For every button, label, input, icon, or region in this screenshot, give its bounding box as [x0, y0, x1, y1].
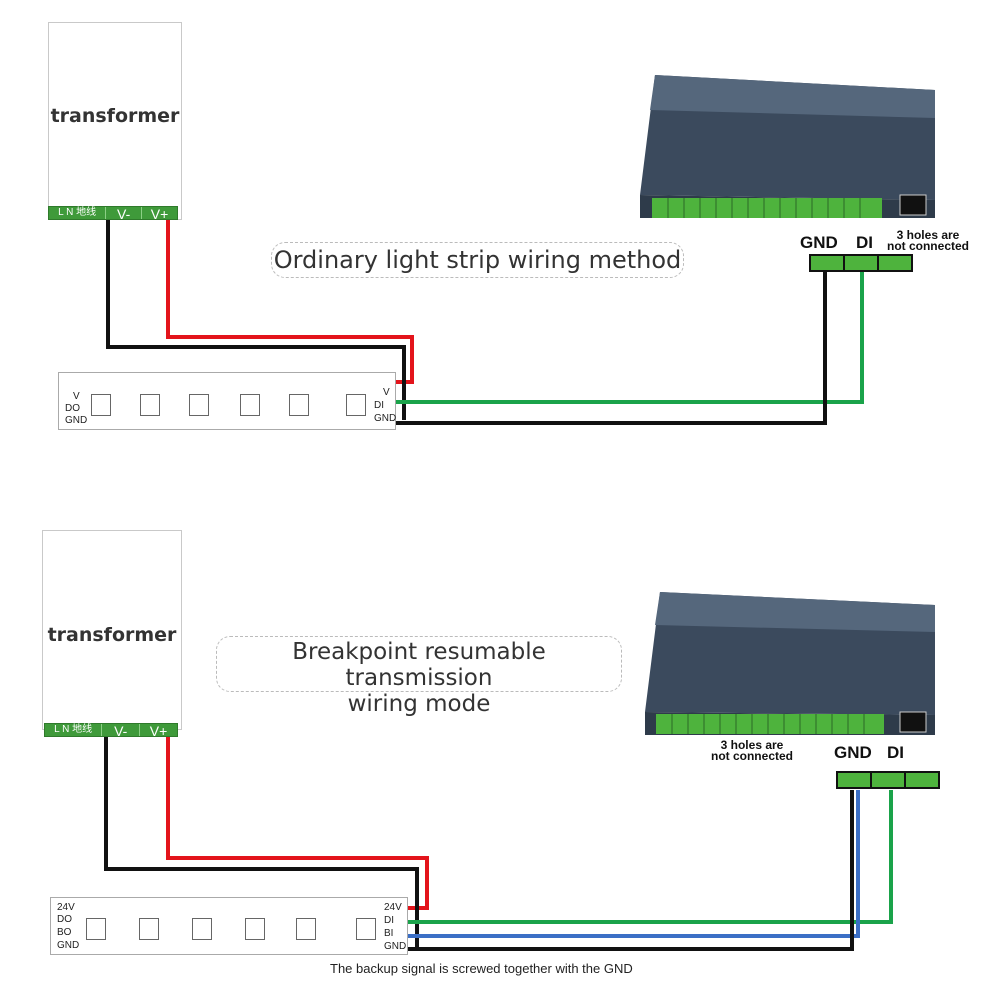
- transformer-title-1: transformer: [50, 105, 180, 127]
- strip1-right-gnd: GND: [374, 413, 397, 424]
- wire-black-gnd-1: [396, 270, 827, 425]
- wire-red-v-plus-2: [166, 737, 429, 910]
- led-chip: [192, 918, 212, 940]
- controller2-note: 3 holes are not connected: [710, 738, 793, 763]
- strip1-left-v: V: [73, 391, 80, 402]
- wire-green-di-2: [408, 790, 893, 924]
- controller1-gnd-label: GND: [800, 233, 838, 252]
- transformer-2: transformer: [42, 530, 182, 730]
- wire-black-gnd-2: [408, 790, 854, 951]
- strip1-right-v: V: [383, 387, 390, 398]
- led-chip: [91, 394, 111, 416]
- terminal-v-minus: V-: [105, 207, 141, 221]
- terminal-v-minus: V-: [101, 724, 139, 738]
- strip2-left-do: DO: [57, 914, 72, 925]
- caption-text-1: Ordinary light strip wiring method: [273, 246, 682, 274]
- transformer-terminals-2: L N 地线 V- V+: [44, 723, 178, 738]
- strip1-left-gnd: GND: [65, 415, 88, 426]
- caption-text-2b: wiring mode: [347, 691, 491, 717]
- controller2-terminal-block: [836, 771, 940, 789]
- led-chip: [140, 394, 160, 416]
- controller1-di-label: DI: [856, 233, 873, 252]
- light-strip-2: 24V DO BO GND 24V DI BI GND: [50, 897, 408, 955]
- led-chip: [245, 918, 265, 940]
- wire-black-v-minus-1: [106, 220, 406, 420]
- controller1-note: 3 holes are not connected: [886, 228, 969, 253]
- led-chip: [86, 918, 106, 940]
- strip2-left-24v: 24V: [57, 902, 75, 913]
- strip2-right-di: DI: [384, 915, 394, 926]
- light-strip-1: V DO GND V DI GND: [58, 372, 396, 430]
- caption-text-2a: Breakpoint resumable transmission: [292, 639, 546, 691]
- strip1-right-di: DI: [374, 400, 384, 411]
- wire-red-v-plus-1: [166, 220, 414, 384]
- terminal-ln: L N 地线: [58, 207, 97, 218]
- controller-box-1: [640, 75, 935, 218]
- wire-black-v-minus-2: [104, 737, 419, 948]
- backup-signal-footnote: The backup signal is screwed together wi…: [330, 961, 633, 976]
- controller1-terminal-block: [809, 254, 913, 272]
- led-chip: [289, 394, 309, 416]
- terminal-v-plus: V+: [141, 207, 177, 221]
- caption-ordinary-wiring: Ordinary light strip wiring method: [271, 242, 684, 278]
- transformer-terminals-1: L N 地线 V- V+: [48, 206, 178, 221]
- strip2-right-bi: BI: [384, 928, 394, 939]
- strip2-left-gnd: GND: [57, 940, 80, 951]
- controller2-di-label: DI: [887, 743, 904, 762]
- strip1-left-do: DO: [65, 403, 80, 414]
- led-chip: [346, 394, 366, 416]
- transformer-title-2: transformer: [47, 624, 177, 646]
- led-chip: [189, 394, 209, 416]
- wire-blue-bi-2: [408, 790, 860, 938]
- terminal-ln: L N 地线: [54, 724, 93, 735]
- led-chip: [296, 918, 316, 940]
- led-chip: [240, 394, 260, 416]
- transformer-1: transformer: [48, 22, 182, 220]
- led-chip: [139, 918, 159, 940]
- strip2-right-gnd: GND: [384, 941, 407, 952]
- strip2-left-bo: BO: [57, 927, 72, 938]
- terminal-v-plus: V+: [139, 724, 177, 738]
- wire-green-di-1: [396, 270, 864, 404]
- controller-box-2: [645, 592, 935, 735]
- controller2-gnd-label: GND: [834, 743, 872, 762]
- led-chip: [356, 918, 376, 940]
- strip2-right-24v: 24V: [384, 902, 402, 913]
- caption-breakpoint-wiring: Breakpoint resumable transmission wiring…: [216, 636, 622, 717]
